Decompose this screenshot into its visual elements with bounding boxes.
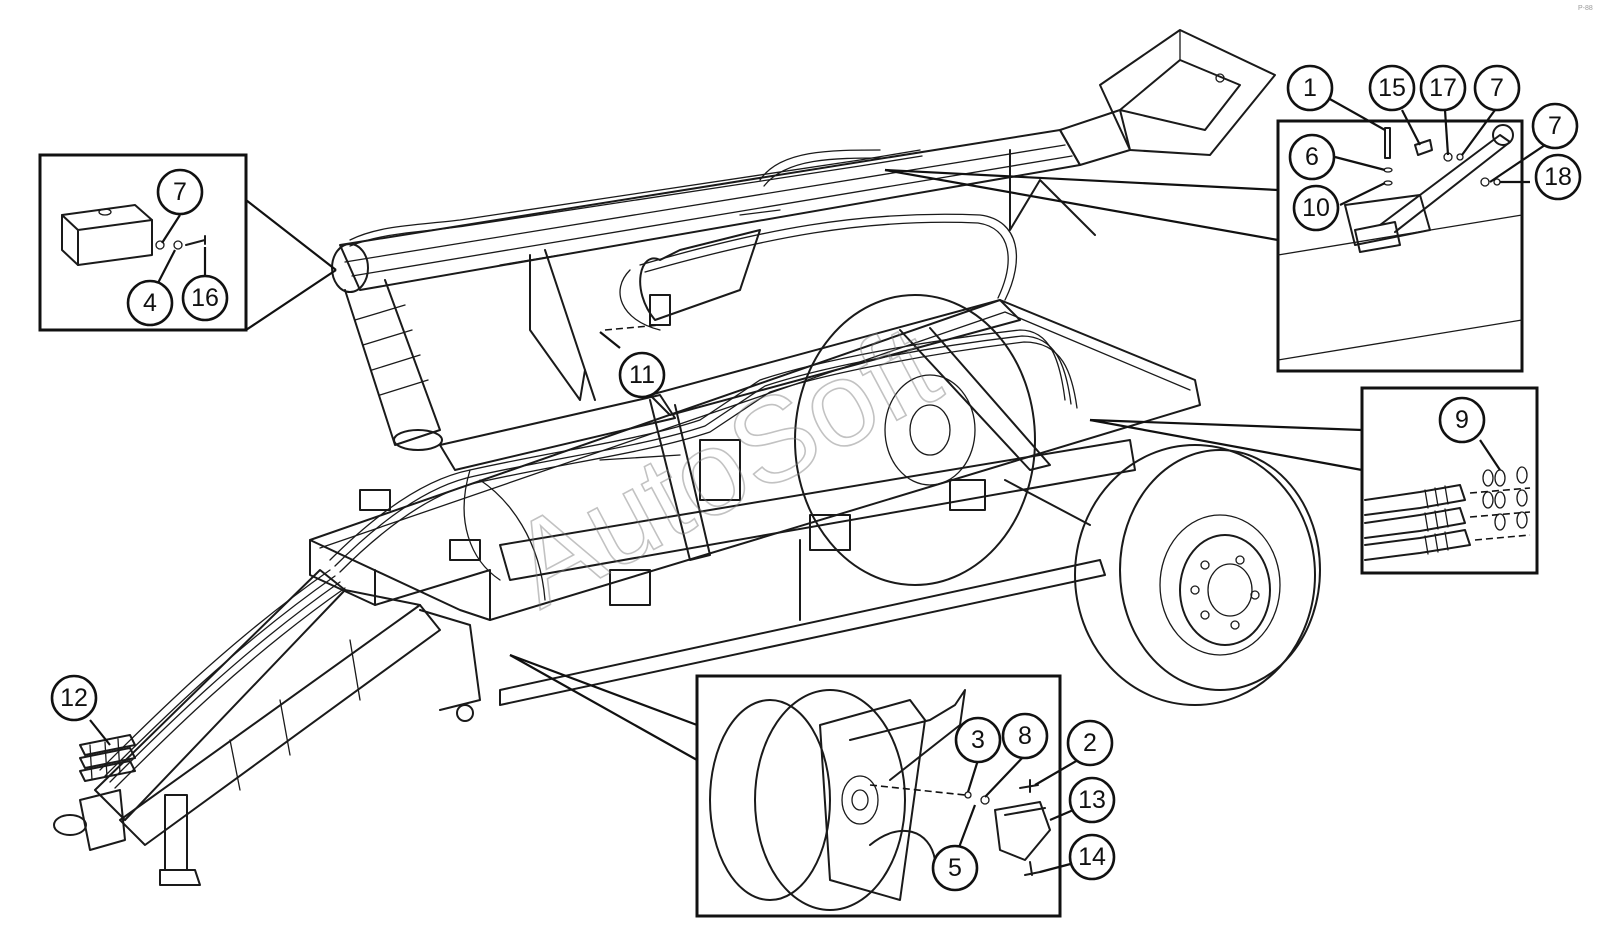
callouts: 1 15 17 7 7 6 18 10 7 4 16 11 9 12 3 8 2 13 5 14 bbox=[50, 64, 1582, 892]
callout-number: 12 bbox=[60, 684, 88, 712]
callout-circle bbox=[1288, 133, 1336, 181]
callout-c11: 11 bbox=[618, 351, 666, 399]
callout-circle bbox=[1066, 719, 1114, 767]
callout-leaders bbox=[89, 97, 1546, 874]
callout-number: 18 bbox=[1544, 163, 1572, 191]
callout-number: 7 bbox=[1548, 112, 1562, 140]
callout-c4: 4 bbox=[126, 279, 174, 327]
callout-circle bbox=[954, 716, 1002, 764]
callout-number: 16 bbox=[191, 284, 219, 312]
callout-circle bbox=[1531, 102, 1579, 150]
callout-circle bbox=[1068, 776, 1116, 824]
callout-circle bbox=[1068, 833, 1116, 881]
lift-cylinder bbox=[619, 213, 1017, 331]
callout-circle bbox=[1419, 64, 1467, 112]
trailer-frame bbox=[309, 299, 1201, 706]
callout-c7b: 7 bbox=[1531, 102, 1579, 150]
hitch-tongue bbox=[53, 569, 481, 886]
callout-circle bbox=[156, 168, 204, 216]
callout-circle bbox=[1001, 712, 1049, 760]
callout-c9: 9 bbox=[1438, 396, 1486, 444]
callout-circle bbox=[126, 279, 174, 327]
callout-number: 2 bbox=[1083, 729, 1097, 757]
callout-number: 5 bbox=[948, 854, 962, 882]
callout-number: 17 bbox=[1429, 74, 1457, 102]
callout-number: 3 bbox=[971, 726, 985, 754]
corner-mark: P-88 bbox=[1578, 5, 1593, 12]
callout-circle bbox=[1438, 396, 1486, 444]
callout-circle bbox=[50, 674, 98, 722]
callout-number: 8 bbox=[1018, 722, 1032, 750]
callout-c1: 1 bbox=[1286, 64, 1334, 112]
callout-circle bbox=[1292, 184, 1340, 232]
callout-c8: 8 bbox=[1001, 712, 1049, 760]
callout-circle bbox=[1286, 64, 1334, 112]
callout-c12: 12 bbox=[50, 674, 98, 722]
callout-circle bbox=[618, 351, 666, 399]
callout-circle bbox=[1534, 153, 1582, 201]
callout-number: 13 bbox=[1078, 786, 1106, 814]
callout-c7a: 7 bbox=[1473, 64, 1521, 112]
callout-number: 9 bbox=[1455, 406, 1469, 434]
hose-tips bbox=[79, 734, 136, 782]
wheel bbox=[1074, 444, 1321, 706]
callout-number: 7 bbox=[1490, 74, 1504, 102]
frame-hoses bbox=[329, 329, 1078, 601]
callout-c15: 15 bbox=[1368, 64, 1416, 112]
callout-c7c: 7 bbox=[156, 168, 204, 216]
callout-circle bbox=[181, 274, 229, 322]
callout-c5: 5 bbox=[931, 844, 979, 892]
inner-reel bbox=[794, 294, 1036, 586]
callout-c2: 2 bbox=[1066, 719, 1114, 767]
auger-tube bbox=[331, 29, 1276, 451]
callout-c18: 18 bbox=[1534, 153, 1582, 201]
callout-c10: 10 bbox=[1292, 184, 1340, 232]
leader-lines bbox=[245, 168, 1363, 761]
callout-number: 10 bbox=[1302, 194, 1330, 222]
callout-c17: 17 bbox=[1419, 64, 1467, 112]
callout-c13: 13 bbox=[1068, 776, 1116, 824]
callout-circle bbox=[1368, 64, 1416, 112]
callout-number: 11 bbox=[629, 361, 655, 389]
callout-number: 14 bbox=[1078, 843, 1106, 871]
callout-circle bbox=[1473, 64, 1521, 112]
detail-box-reel-motor bbox=[695, 674, 1062, 918]
callout-c6: 6 bbox=[1288, 133, 1336, 181]
callout-number: 7 bbox=[173, 178, 187, 206]
callout-c3: 3 bbox=[954, 716, 1002, 764]
callout-number: 15 bbox=[1378, 74, 1406, 102]
callout-number: 6 bbox=[1305, 143, 1319, 171]
callout-c16: 16 bbox=[181, 274, 229, 322]
callout-number: 4 bbox=[143, 289, 157, 317]
callout-number: 1 bbox=[1303, 74, 1317, 102]
callout-circle bbox=[931, 844, 979, 892]
callout-c14: 14 bbox=[1068, 833, 1116, 881]
